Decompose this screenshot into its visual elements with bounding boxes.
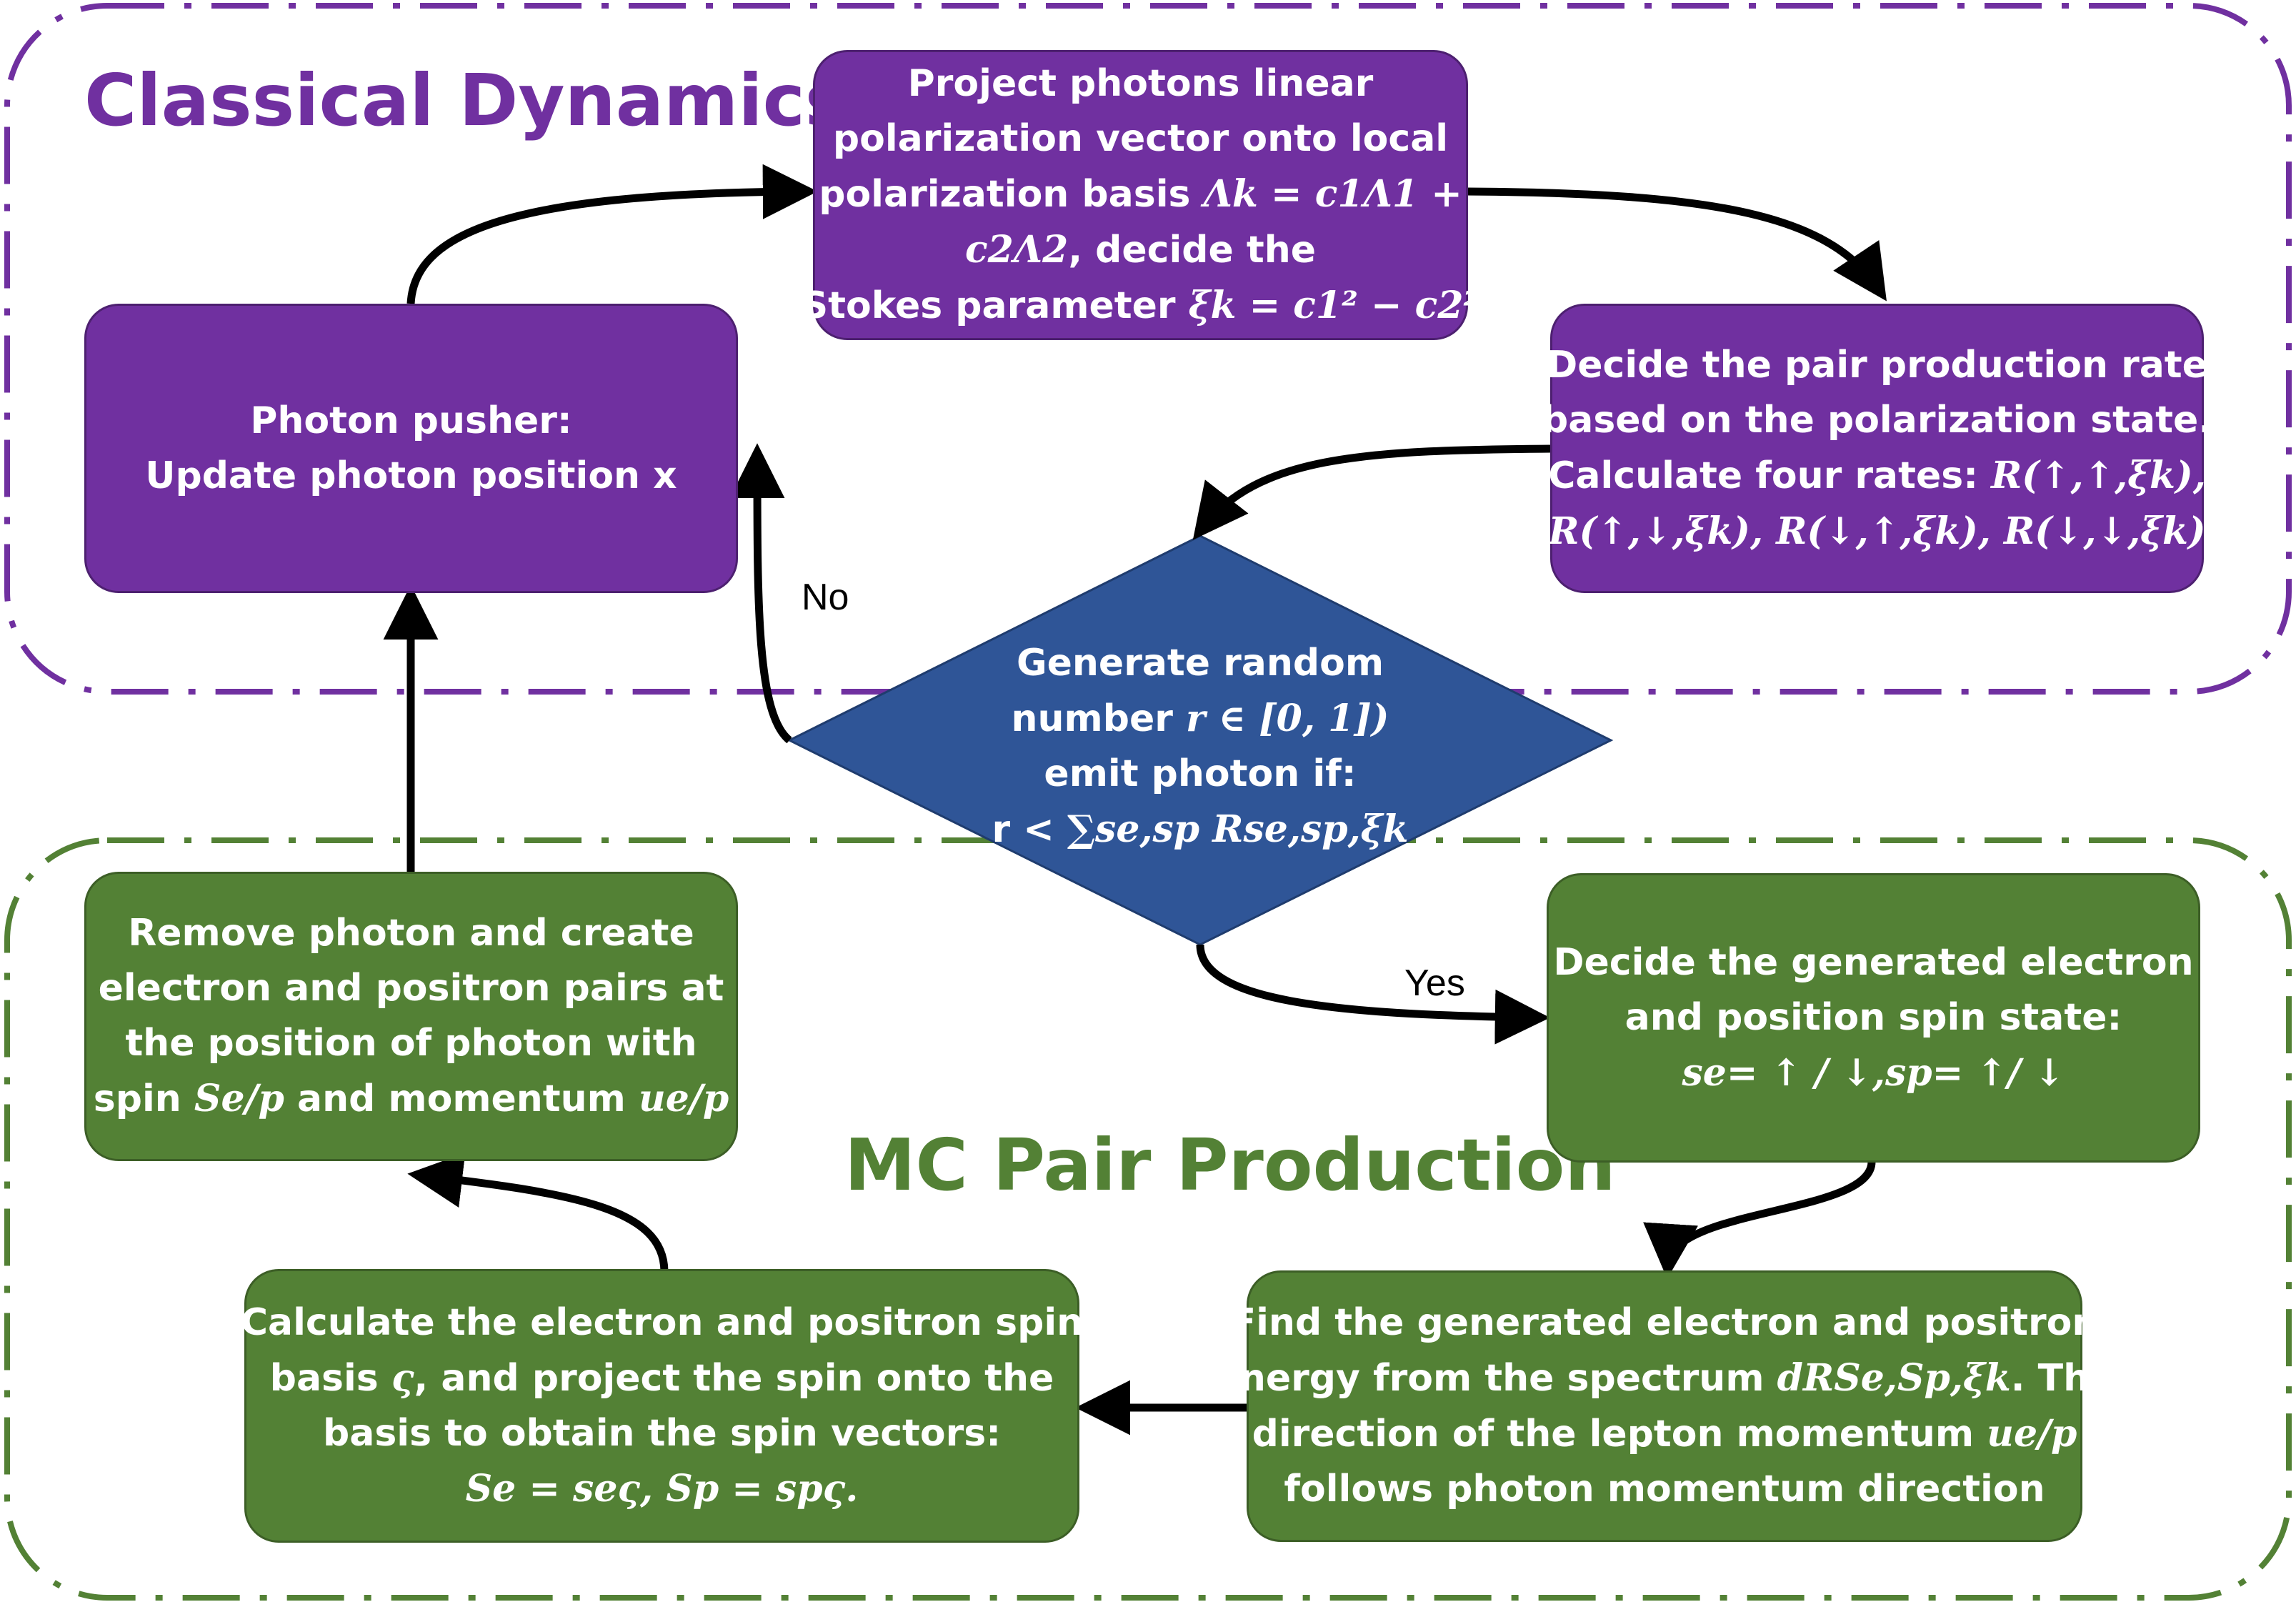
rate-line-2: based on the polarization state. [1542, 399, 2212, 442]
arrow-pusher-to-project [406, 164, 818, 304]
rate-line-3-text: Calculate four rates: [1548, 454, 1992, 497]
arrow-decision-to-spin-state-yes [1196, 944, 1550, 1045]
calc-spin-line-2-text-b: , and project the spin onto the [414, 1357, 1054, 1400]
remove-line-4-text-a: spin [93, 1078, 194, 1120]
project-line-5-text: Stokes parameter [801, 284, 1189, 327]
project-line-5: Stokes parameter ξk = c1² − c2² [802, 278, 1480, 334]
arrow-rate-to-decision [1192, 444, 1551, 540]
energy-line-2-text: energy from the spectrum [1214, 1357, 1777, 1400]
classical-dynamics-title: Classical Dynamics [84, 59, 848, 142]
energy-spectrum-box: Find the generated electron and positron… [1214, 1270, 2115, 1542]
remove-line-4-text-b: and momentum [284, 1078, 639, 1120]
calc-spin-line-2-math: ς [391, 1356, 414, 1400]
classical-dynamics-region [4, 3, 2292, 695]
project-line-2: polarization vector onto local [832, 117, 1449, 160]
remove-line-4-math-b: ue/p [638, 1077, 729, 1120]
spin-state-box: Decide the generated electron and positi… [1547, 873, 2200, 1163]
edge-label-no: No [802, 577, 849, 618]
remove-line-3: the position of photon with [125, 1022, 697, 1065]
energy-line-1: Find the generated electron and positron [1230, 1301, 2099, 1344]
decision-line-1: Generate random [1016, 642, 1384, 685]
rate-line-3: Calculate four rates: R(↑,↑,ξk), [1548, 448, 2206, 504]
rate-line-3-math: R(↑,↑,ξk), [1991, 454, 2206, 497]
calc-spin-line-2: basis ς, and project the spin onto the [270, 1350, 1054, 1406]
arrow-decision-to-pusher-no [729, 443, 792, 744]
energy-line-2-math: dRSe,Sp,ξk [1777, 1356, 2011, 1400]
rate-line-4-math: R(↑,↓,ξk), R(↓,↑,ξk), R(↓,↓,ξk) [1548, 509, 2206, 553]
remove-line-4-math-a: Se/p [194, 1077, 284, 1120]
edge-label-yes: Yes [1404, 962, 1465, 1004]
remove-line-2: electron and positron pairs at [98, 967, 724, 1010]
project-line-4: c2Λ2, decide the [965, 222, 1316, 278]
mc-pair-production-title: MC Pair Production [844, 1123, 1616, 1207]
remove-photon-box: Remove photon and create electron and po… [84, 872, 738, 1161]
decision-line-3: emit photon if: [1044, 752, 1357, 795]
energy-line-3: direction of the lepton momentum ue/p [1252, 1406, 2077, 1462]
calculate-spin-basis-box: Calculate the electron and positron spin… [241, 1269, 1083, 1543]
pair-production-rate-box: Decide the pair production rate based on… [1542, 304, 2212, 593]
arrow-spin-state-to-energy [1643, 1161, 1876, 1279]
energy-line-3-text: direction of the lepton momentum [1252, 1413, 1987, 1456]
project-line-4-text: , decide the [1068, 229, 1317, 272]
project-line-4-math: c2Λ2 [964, 228, 1069, 272]
project-line-3-math: Λk = c1Λ1 + [1203, 172, 1462, 216]
rate-line-1: Decide the pair production rate [1547, 344, 2207, 387]
energy-line-4: follows photon momentum direction [1284, 1468, 2045, 1511]
project-line-3-text: polarization basis [819, 173, 1204, 216]
remove-line-4: spin Se/p and momentum ue/p [94, 1071, 729, 1127]
pusher-line-2: Update photon position x [145, 454, 677, 497]
energy-line-3-math: ue/p [1987, 1412, 2077, 1456]
spin-state-line-1: Decide the generated electron [1553, 941, 2194, 984]
project-line-5-math: ξk = c1² − c2² [1188, 284, 1480, 327]
energy-line-2-text-b: . The [2010, 1357, 2115, 1400]
calc-spin-line-3: basis to obtain the spin vectors: [323, 1412, 1001, 1455]
decision-line-2-math: r ∈ [0, 1]) [1185, 697, 1389, 740]
energy-line-2: energy from the spectrum dRSe,Sp,ξk. The [1214, 1350, 2115, 1406]
decision-line-2: number r ∈ [0, 1]) [1012, 691, 1389, 747]
project-line-3: polarization basis Λk = c1Λ1 + [819, 166, 1462, 222]
calc-spin-line-1: Calculate the electron and positron spin [240, 1301, 1084, 1344]
arrow-calc-spin-to-remove [407, 1153, 669, 1273]
project-polarization-box: Project photons linear polarization vect… [802, 50, 1479, 340]
remove-line-1: Remove photon and create [128, 912, 694, 955]
decision-line-4-math: ∑se,sp Rse,sp,ξk [1067, 807, 1409, 851]
mc-pair-production-region [4, 837, 2292, 1601]
pusher-line-1: Photon pusher: [250, 399, 572, 442]
project-line-1: Project photons linear [907, 62, 1374, 105]
decision-text: Generate random number r ∈ [0, 1]) emit … [950, 629, 1450, 865]
photon-pusher-box: Photon pusher: Update photon position x [84, 304, 738, 593]
decision-line-4-text: r < [992, 808, 1067, 851]
decision-line-2-text: number [1011, 697, 1186, 740]
arrow-project-to-rate [1465, 187, 1887, 302]
spin-state-line-2: and position spin state: [1624, 996, 2122, 1039]
calc-spin-line-2-text-a: basis [269, 1357, 391, 1400]
spin-state-line-3-math: se= ↑ / ↓,sp= ↑/ ↓ [1682, 1051, 2065, 1095]
calc-spin-line-4-math: Se = seς, Sp = spς. [465, 1467, 859, 1511]
decision-line-4: r < ∑se,sp Rse,sp,ξk [992, 802, 1408, 857]
